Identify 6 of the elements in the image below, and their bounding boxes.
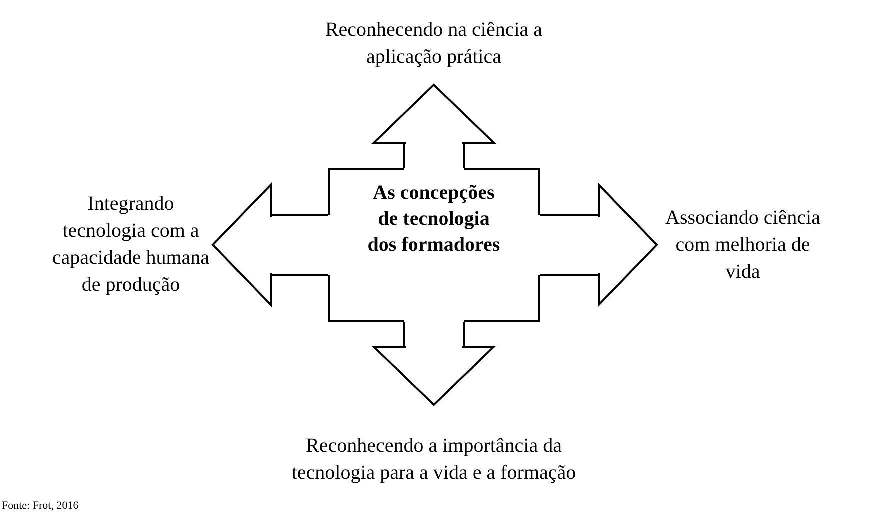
source-note: Fonte: Frot, 2016 — [2, 500, 79, 512]
center-title: As concepções de tecnologia dos formadores — [366, 181, 502, 258]
concept-label: Integrando tecnologia com a capacidade humana de produção — [50, 112, 212, 378]
concept-label: Reconhecendo a importância da tecnologia para a vida e a formação — [280, 406, 588, 514]
concept-label: Associando ciência com melhoria de vida — [658, 140, 828, 350]
concept-label: Reconhecendo na ciência a aplicação prática — [305, 4, 563, 84]
